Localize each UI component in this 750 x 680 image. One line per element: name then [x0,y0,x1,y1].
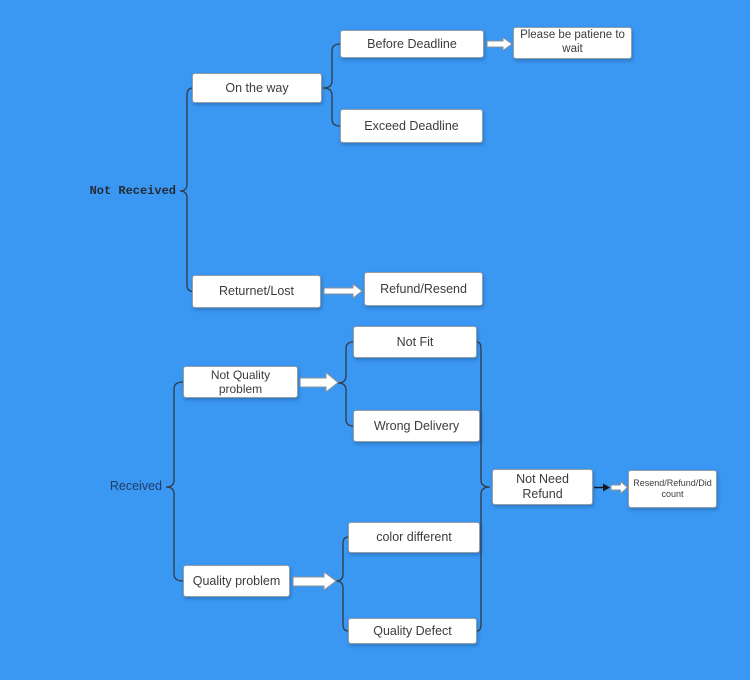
brace-on-the-way [322,43,341,127]
node-on-the-way: On the way [192,73,322,103]
node-returnet-lost: Returnet/Lost [192,275,321,308]
node-exceed-deadline: Exceed Deadline [340,109,483,143]
node-refund-resend: Refund/Resend [364,272,483,306]
node-not-fit: Not Fit [353,326,477,358]
group-label-received: Received [109,479,162,493]
block-arrow-before-deadline [486,36,513,52]
brace-not-need-refund [476,341,491,632]
node-quality-defect: Quality Defect [348,618,477,644]
arrowhead-not-need-refund [603,483,610,492]
group-label-not-received: Not Received [89,184,176,198]
brace-not-received [179,87,194,293]
node-before-deadline: Before Deadline [340,30,484,58]
brace-not-quality-problem [337,341,354,427]
node-color-different: color different [348,522,480,553]
node-wrong-delivery: Wrong Delivery [353,410,480,442]
node-resend-refund-did-count: Resend/Refund/Did count [628,470,717,508]
node-quality-problem: Quality problem [183,565,290,597]
block-arrow-returnet-lost [323,282,363,300]
block-arrow-quality [292,571,337,591]
node-not-need-refund: Not Need Refund [492,469,593,505]
node-please-be-patiene-to-wait: Please be patiene to wait [513,27,632,59]
node-not-quality-problem: Not Quality problem [183,366,298,398]
brace-received [165,381,184,582]
block-arrow-resend-count [610,480,629,495]
brace-quality-problem [335,536,349,632]
block-arrow-not-quality [299,371,339,394]
